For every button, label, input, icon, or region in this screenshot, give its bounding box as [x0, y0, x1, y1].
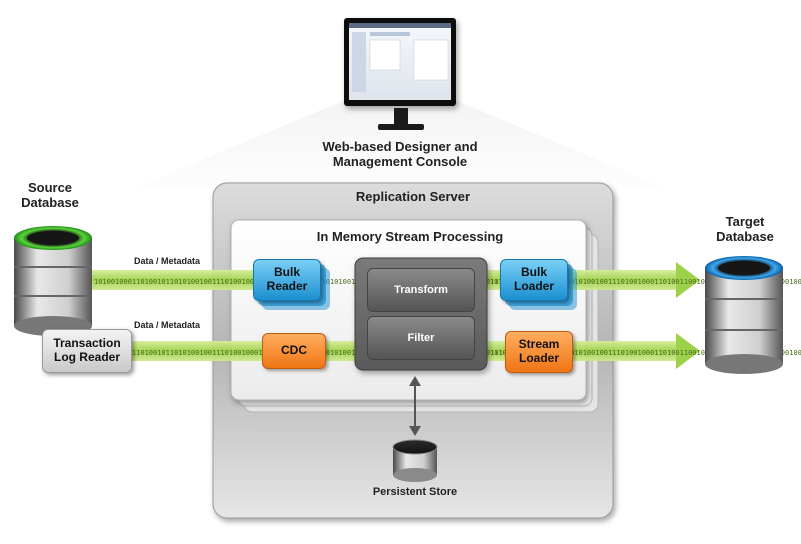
database-icon — [705, 256, 783, 374]
target-label-line1: Target — [725, 214, 765, 229]
target-label-line2: Database — [716, 228, 774, 244]
console-label-line2: Management Console — [332, 153, 468, 169]
database-icon — [14, 226, 92, 336]
transform-box[interactable]: Transform — [367, 268, 475, 312]
stream-loader-line2: Loader — [518, 351, 559, 365]
source-label-line2: Database — [21, 194, 79, 210]
arrow-right-icon — [676, 262, 700, 298]
data-metadata-label-lower: Data / Metadata — [134, 320, 201, 330]
binary-stream-lower-right: 1010010001101001011010100100111010010001… — [490, 349, 801, 357]
tlr-line2: Log Reader — [53, 350, 120, 364]
persistent-store-label: Persistent Store — [372, 486, 458, 498]
storage-icon — [392, 439, 438, 482]
console-label-line1: Web-based Designer and — [322, 139, 478, 154]
stream-loader-line1: Stream — [518, 337, 560, 352]
tlr-line1: Transaction — [53, 336, 121, 351]
bulk-loader-line2: Loader — [513, 279, 554, 293]
arrow-double-vertical-icon — [409, 376, 421, 436]
arrow-right-icon — [676, 333, 700, 369]
bulk-reader-line1: Bulk — [273, 265, 300, 280]
cdc-box[interactable]: CDC — [262, 333, 326, 369]
source-label-line1: Source — [27, 180, 73, 195]
data-metadata-label-upper: Data / Metadata — [134, 256, 201, 266]
bulk-loader-line1: Bulk — [520, 265, 547, 280]
monitor-icon — [344, 18, 456, 130]
filter-box[interactable]: Filter — [367, 316, 475, 360]
memory-processing-title: In Memory Stream Processing — [316, 229, 504, 244]
replication-server-title: Replication Server — [355, 189, 471, 204]
console-light-beam — [130, 100, 670, 190]
binary-stream-upper-right: 1010010001101001011010100100111010010001… — [490, 278, 801, 286]
bulk-reader-line2: Reader — [266, 279, 308, 293]
